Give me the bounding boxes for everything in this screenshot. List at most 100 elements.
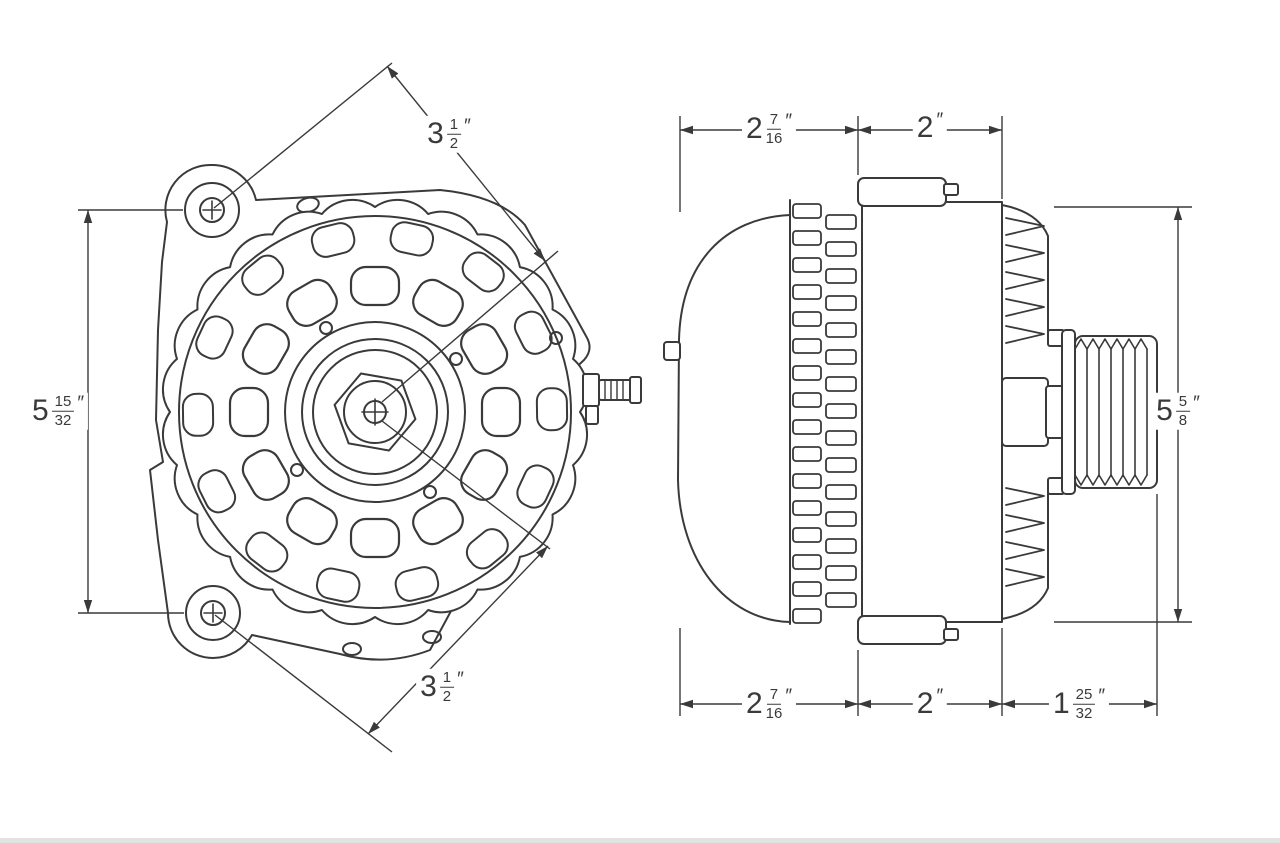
dim-denominator: 32: [54, 411, 72, 429]
vent-slot-inner: [241, 323, 290, 375]
dim-label-front-upper-offset: 3 1 2 ″: [423, 115, 475, 153]
vent-slot-outer: [315, 567, 361, 603]
rear-fin: [825, 403, 857, 419]
front-fin: [1005, 217, 1045, 236]
dim-unit-inches: ″: [785, 686, 793, 707]
hub-boss-circle: [284, 321, 466, 503]
ext-front-ear-diagonal-top: [213, 62, 393, 209]
dim-denominator: 16: [765, 129, 783, 147]
dim-label-side-rear-depth-top: 2 7 16 ″: [741, 110, 797, 148]
dim-label-side-mid-depth-top: 2 ″: [912, 110, 948, 144]
front-fin: [1005, 271, 1045, 290]
front-housing-top-edge: [1001, 204, 1049, 337]
dim-numerator: 1: [446, 116, 462, 135]
rear-fin: [792, 473, 822, 489]
dim-unit-inches: ″: [457, 669, 464, 690]
rear-cover-dome: [677, 214, 791, 623]
mount-ear-top-boss: [184, 182, 240, 238]
rear-fin: [825, 241, 857, 257]
dim-label-front-mount-height: 5 15 32 ″: [27, 392, 89, 430]
vent-slot-outer: [535, 387, 569, 432]
shaft-center-mark: [361, 398, 389, 426]
rear-fin: [792, 311, 822, 327]
vent-slot-inner: [480, 386, 522, 438]
rear-fin: [792, 581, 822, 597]
front-fin: [1005, 325, 1045, 344]
page-bottom-edge: [0, 838, 1280, 843]
rear-fin: [825, 214, 857, 230]
pulley-groove-lines: [1074, 338, 1148, 486]
dim-unit-inches: ″: [77, 393, 85, 414]
dim-numerator: 7: [766, 686, 782, 705]
dim-numerator: 25: [1072, 686, 1096, 705]
vent-slot-inner: [286, 278, 338, 327]
rear-fin: [825, 538, 857, 554]
dim-front-upper-offset-line: [386, 65, 546, 262]
terminal-stud-threads: [604, 379, 624, 401]
vent-slot-inner: [241, 449, 290, 501]
dim-whole: 2: [745, 112, 763, 145]
dim-unit-inches: ″: [1098, 686, 1106, 707]
rear-fin: [825, 376, 857, 392]
ext-front-hub-diagonal-top: [381, 250, 559, 403]
dim-unit-inches: ″: [464, 116, 471, 137]
hub-ring-inner: [312, 349, 438, 475]
hub-screw-hole: [423, 485, 437, 499]
bracket-bottom-hole-left: [342, 642, 362, 656]
rear-cover-tab: [663, 341, 681, 361]
bottom-plate-stud: [943, 628, 959, 641]
front-fin: [1005, 514, 1045, 533]
dim-label-side-body-height: 5 5 8 ″: [1152, 392, 1204, 430]
front-view: [149, 163, 642, 661]
mount-ear-bottom-crosshair: [203, 603, 223, 623]
rear-fin: [825, 457, 857, 473]
dim-whole: 2: [916, 687, 934, 720]
rear-cooling-fins: [792, 203, 857, 624]
rear-fin: [792, 392, 822, 408]
dim-whole: 5: [1156, 394, 1173, 427]
rear-fin: [825, 430, 857, 446]
front-fin: [1005, 541, 1045, 560]
rear-fin: [825, 565, 857, 581]
rear-fin: [825, 295, 857, 311]
dim-denominator: 16: [765, 704, 783, 722]
mount-ear-bottom-hole: [200, 600, 226, 626]
dim-numerator: 7: [766, 111, 782, 130]
pulley-rib-bottom-profile: [1074, 474, 1148, 486]
rear-fin: [792, 608, 822, 624]
vent-slot-inner: [228, 386, 270, 438]
front-fin: [1005, 487, 1045, 506]
vent-slot-inner: [460, 323, 509, 375]
dim-fraction: 1 2: [446, 116, 462, 152]
vent-slot-outer: [241, 254, 285, 296]
terminal-stud-tip: [629, 376, 642, 404]
dim-unit-inches: ″: [1193, 393, 1200, 414]
front-fin: [1005, 298, 1045, 317]
vent-slot-inner: [286, 497, 338, 546]
dim-label-side-mid-depth-bottom: 2 ″: [912, 686, 948, 720]
front-cooling-fins: [1005, 217, 1045, 587]
dim-fraction: 15 32: [51, 393, 75, 429]
rear-fin: [792, 365, 822, 381]
rear-fin: [792, 419, 822, 435]
dim-whole: 5: [31, 394, 49, 427]
dim-label-front-lower-offset: 3 1 2 ″: [416, 668, 468, 706]
ext-front-ear-diagonal-bottom: [214, 614, 393, 753]
mount-ear-bottom-boss: [185, 585, 241, 641]
rear-fin: [825, 322, 857, 338]
ext-front-hub-diagonal-bottom: [381, 420, 551, 550]
rear-fin: [792, 500, 822, 516]
vent-slot-outer: [513, 310, 553, 355]
dim-whole: 2: [745, 687, 763, 720]
dim-whole: 2: [916, 111, 934, 144]
dim-fraction: 7 16: [765, 111, 783, 147]
dim-unit-inches: ″: [936, 686, 944, 707]
bracket-tab-hole: [549, 331, 563, 345]
vent-slot-outer: [195, 315, 234, 360]
rear-fin: [825, 592, 857, 608]
side-view: [663, 177, 1158, 645]
vent-slot-outer: [310, 222, 356, 258]
vent-slot-outer: [516, 464, 555, 509]
